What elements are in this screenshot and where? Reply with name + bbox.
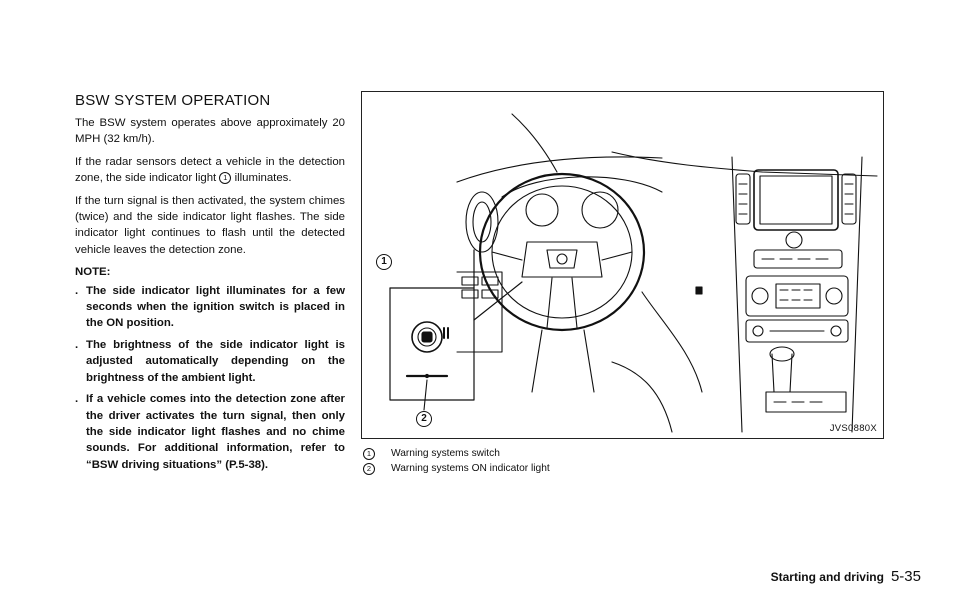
paragraph-detection-end: illuminates. [234,172,292,185]
dashboard-illustration-icon [389,113,878,433]
note-text-part: If a vehicle comes into the detection zo… [86,393,345,471]
note-text: The side indicator light illuminates for… [86,284,345,330]
figure-callout-2: 2 [416,411,432,427]
caption-item: 1 Warning systems switch [363,446,550,461]
paragraph-detection-text: If the radar sensors detect a vehicle in… [75,155,345,185]
bullet-marker: . [75,284,79,297]
caption-item: 2 Warning systems ON indicator light [363,461,550,476]
note-item: . The side indicator light illuminates f… [75,283,345,332]
text-column: BSW SYSTEM OPERATION The BSW system oper… [75,92,345,478]
note-text: The brightness of the side indicator lig… [86,338,345,384]
section-heading: BSW SYSTEM OPERATION [75,92,271,109]
dashboard-figure: 1 2 JVS0880X [361,91,884,439]
paragraph-turn-signal: If the turn signal is then activated, th… [75,194,345,256]
note-text: If a vehicle comes into the detection zo… [86,391,345,473]
paragraph-speed: The BSW system operates above approximat… [75,117,345,146]
paragraph-detection: If the radar sensors detect a vehicle in… [75,154,345,187]
figure-callout-1: 1 [376,254,392,270]
caption-text: Warning systems ON indicator light [391,463,550,474]
figure-captions: 1 Warning systems switch 2 Warning syste… [363,446,550,476]
cross-reference-link[interactable]: BSW driving situations [91,458,217,471]
note-item: . The brightness of the side indicator l… [75,337,345,386]
caption-number: 1 [363,447,375,460]
bullet-marker: . [75,393,79,406]
note-text-part: ” (P.5-38). [216,458,269,471]
bullet-marker: . [75,338,79,351]
figure-code: JVS0880X [829,423,877,434]
callout-marker-1: 1 [219,172,232,185]
note-label: NOTE: [75,266,111,279]
chapter-title: Starting and driving [770,570,884,584]
note-item: . If a vehicle comes into the detection … [75,391,345,473]
caption-number: 2 [363,462,375,475]
page-number: 5-35 [890,568,921,585]
page-footer: Starting and driving 5-35 [771,568,921,585]
caption-text: Warning systems switch [391,448,500,459]
